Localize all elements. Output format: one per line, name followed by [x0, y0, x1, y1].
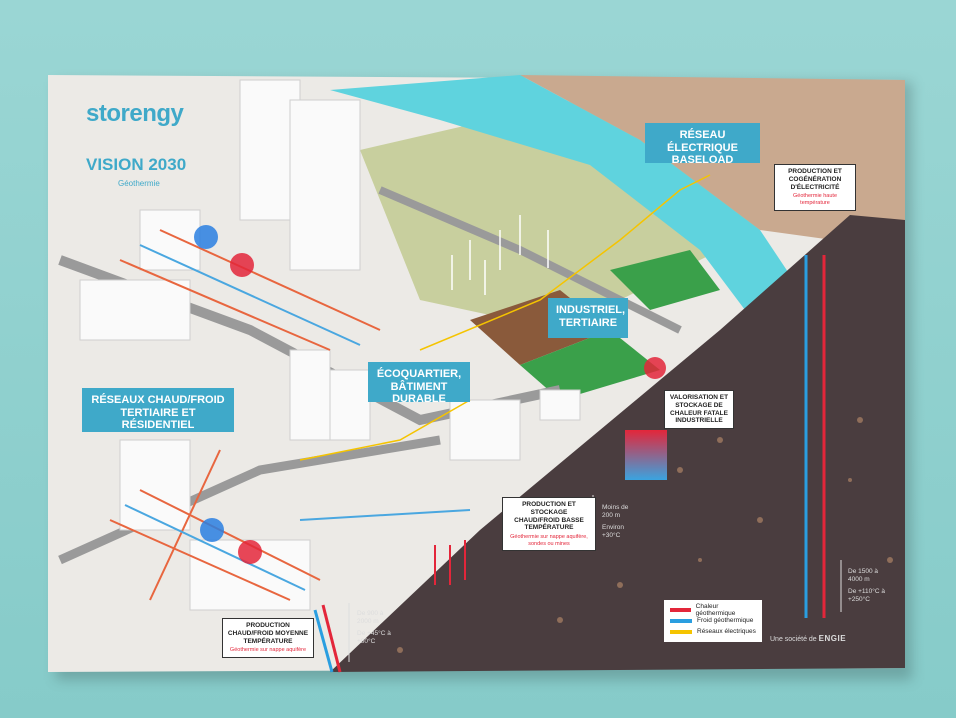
- label-reseaux-chaud-froid: RÉSEAUX CHAUD/FROID TERTIAIRE ET RÉSIDEN…: [82, 388, 234, 432]
- building: [139, 209, 201, 271]
- box-stockage: PRODUCTION ET STOCKAGE CHAUD/FROID BASSE…: [502, 497, 596, 552]
- engie-logo: ENGIE: [818, 634, 847, 643]
- legend-label: Froid géothermique: [697, 617, 754, 624]
- field-green: [520, 330, 660, 400]
- box-subtitle: Géothermie haute température: [792, 193, 838, 206]
- temperature-value: De +45°C à +80°C: [357, 630, 391, 646]
- poster-title: VISION 2030: [86, 155, 187, 174]
- label-industriel: INDUSTRIEL, TERTIAIRE: [548, 298, 628, 338]
- temperature-value: Environ +30°C: [602, 524, 625, 540]
- building: [119, 439, 191, 531]
- legend-swatch: [670, 607, 691, 612]
- box-cogeneration: PRODUCTION ET COGÉNÉRATION D'ÉLECTRICITÉ…: [774, 164, 856, 211]
- heat-storage: [625, 430, 667, 480]
- label-reseau-electrique: RÉSEAU ÉLECTRIQUE BASELOAD: [645, 123, 760, 166]
- building: [329, 369, 371, 441]
- legend-item: Froid géothermique: [670, 615, 756, 626]
- box-title: PRODUCTION ET COGÉNÉRATION D'ÉLECTRICITÉ: [788, 168, 842, 191]
- probe-wells: [434, 540, 466, 585]
- depth-value: De 900 à 2000 m: [357, 610, 384, 626]
- box-moyenne: PRODUCTION CHAUD/FROID MOYENNE TEMPÉRATU…: [222, 618, 314, 658]
- legend-swatch: [670, 618, 692, 623]
- electric-line: [299, 399, 471, 461]
- heat-spot: [644, 357, 666, 379]
- poster-subtitle: Géothermie: [118, 179, 160, 188]
- cold-spot: [200, 518, 224, 542]
- wind-turbines: [451, 215, 549, 295]
- hot-well: [321, 604, 342, 673]
- field-green-2: [610, 250, 720, 310]
- legend-item: Réseaux électriques: [670, 626, 756, 637]
- box-valorisation: VALORISATION ET STOCKAGE DE CHALEUR FATA…: [664, 390, 734, 430]
- temperature-value: De +110°C à +250°C: [848, 588, 885, 604]
- building: [79, 279, 191, 341]
- electric-line: [419, 174, 711, 351]
- building: [289, 99, 361, 271]
- legend-item: Chaleur géothermique: [670, 602, 756, 617]
- heat-spot: [230, 253, 254, 277]
- storengy-logo: storengy: [86, 100, 184, 127]
- label-ecoquartier: ÉCOQUARTIER, BÂTIMENT DURABLE: [368, 362, 470, 405]
- legend-swatch: [670, 629, 692, 634]
- box-title: VALORISATION ET STOCKAGE DE CHALEUR FATA…: [669, 394, 729, 425]
- heat-spot: [238, 540, 262, 564]
- legend: Chaleur géothermique Froid géothermique …: [664, 600, 762, 642]
- building: [289, 349, 331, 441]
- earth-cross-section: [330, 215, 905, 672]
- depth-high: De 1500 à 4000 m De +110°C à +250°C: [848, 568, 892, 605]
- box-subtitle: Géothermie sur nappe aquifère: [229, 647, 307, 654]
- box-subtitle: Géothermie sur nappe aquifère, sondes ou…: [510, 534, 588, 547]
- depth-low: Moins de 200 m Environ +30°C: [602, 504, 638, 541]
- depth-medium: De 900 à 2000 m De +45°C à +80°C: [357, 610, 397, 647]
- depth-value: Moins de 200 m: [602, 504, 629, 520]
- depth-value: De 1500 à 4000 m: [848, 568, 878, 584]
- cold-well: [313, 609, 334, 673]
- building: [539, 389, 581, 421]
- legend-label: Réseaux électriques: [697, 628, 756, 635]
- building: [449, 399, 521, 461]
- legend-label: Chaleur géothermique: [695, 602, 736, 617]
- cold-spot: [194, 225, 218, 249]
- footer: Une société de ENGIE: [770, 634, 846, 643]
- rocks: [397, 417, 893, 653]
- footer-text: Une société de: [770, 636, 817, 643]
- box-title: PRODUCTION ET STOCKAGE CHAUD/FROID BASSE…: [514, 501, 584, 532]
- box-title: PRODUCTION CHAUD/FROID MOYENNE TEMPÉRATU…: [227, 622, 309, 645]
